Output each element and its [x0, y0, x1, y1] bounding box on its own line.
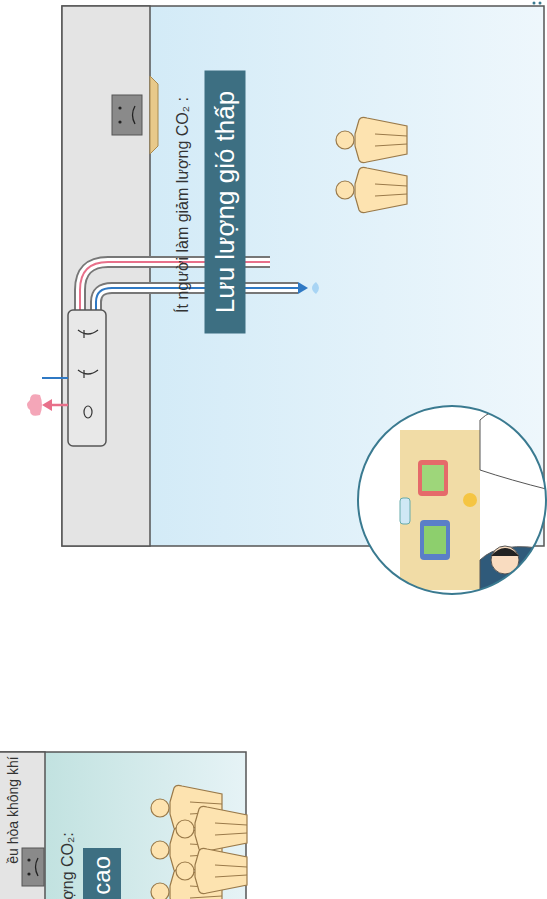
note-label: Ít người làm giảm lượng CO₂ :: [174, 97, 192, 313]
label-text: Ít người làm giảm lượng CO₂ :: [174, 97, 191, 313]
flow-box: Lưu lượng gió thấp: [205, 71, 246, 334]
label-text: ều hòa không khí: [5, 756, 21, 863]
note-label: ều hòa không khí: [5, 756, 21, 863]
lunch-inset: [358, 386, 547, 610]
note-label: ợng CO₂:: [59, 832, 77, 899]
flow-box: cao: [83, 848, 121, 899]
left-room: [0, 752, 247, 899]
box-text: Lưu lượng gió thấp: [210, 91, 240, 313]
box-text: cao: [88, 856, 115, 895]
label-text: ợng CO₂:: [59, 832, 76, 899]
